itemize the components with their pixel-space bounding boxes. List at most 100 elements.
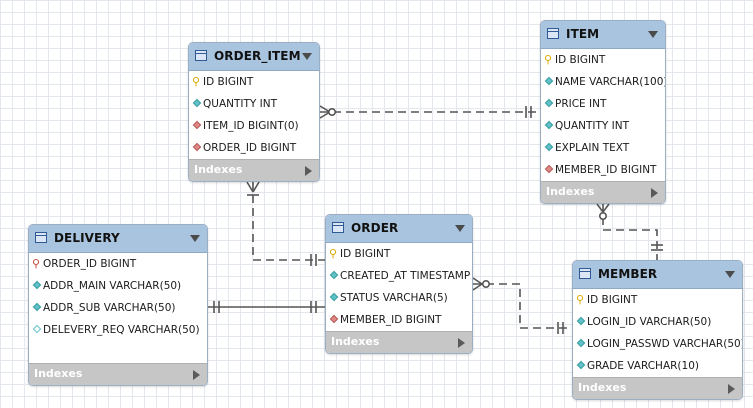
column-label: EXPLAIN TEXT — [555, 142, 630, 154]
relationship-order-item-order[interactable] — [246, 181, 325, 266]
expand-indexes-icon[interactable] — [728, 384, 735, 394]
entity-header[interactable]: ORDER — [326, 215, 472, 243]
column-row[interactable]: ITEM_ID BIGINT(0) — [189, 115, 319, 137]
entity-title: DELIVERY — [54, 231, 120, 245]
entity-member[interactable]: MEMBER ⚲ID BIGINT LOGIN_ID VARCHAR(50) L… — [572, 260, 743, 400]
not-null-column-icon — [576, 338, 586, 348]
column-row[interactable]: GRADE VARCHAR(10) — [573, 355, 742, 377]
column-label: QUANTITY INT — [555, 120, 630, 132]
column-row[interactable]: ⚲ORDER_ID BIGINT — [29, 253, 207, 275]
column-label: ORDER_ID BIGINT — [203, 142, 297, 154]
column-label: ID BIGINT — [587, 294, 638, 306]
indexes-bar[interactable]: Indexes — [573, 377, 742, 399]
column-row[interactable]: ADDR_MAIN VARCHAR(50) — [29, 275, 207, 297]
entity-header[interactable]: ORDER_ITEM — [189, 43, 319, 71]
column-row[interactable]: ADDR_SUB VARCHAR(50) — [29, 297, 207, 319]
foreign-key-column-icon — [329, 314, 339, 324]
not-null-column-icon — [544, 142, 554, 152]
column-label: ADDR_SUB VARCHAR(50) — [43, 302, 176, 314]
column-label: STATUS VARCHAR(5) — [340, 292, 448, 304]
column-row[interactable]: QUANTITY INT — [541, 115, 665, 137]
table-icon — [547, 28, 559, 39]
relationship-delivery-order[interactable] — [208, 301, 325, 313]
entity-order-item[interactable]: ORDER_ITEM ⚲ID BIGINT QUANTITY INT ITEM_… — [188, 42, 320, 182]
collapse-icon[interactable] — [302, 53, 312, 60]
entity-header[interactable]: MEMBER — [573, 261, 742, 289]
column-row[interactable]: ⚲ID BIGINT — [541, 49, 665, 71]
column-label: PRICE INT — [555, 98, 607, 110]
indexes-label: Indexes — [546, 185, 595, 198]
not-null-column-icon — [32, 302, 42, 312]
indexes-bar[interactable]: Indexes — [326, 331, 472, 353]
column-row[interactable]: ⚲ID BIGINT — [326, 243, 472, 265]
entity-title: ORDER_ITEM — [214, 49, 301, 63]
entity-title: MEMBER — [598, 267, 658, 281]
indexes-label: Indexes — [578, 381, 627, 394]
column-row[interactable]: LOGIN_PASSWD VARCHAR(50) — [573, 333, 742, 355]
not-null-column-icon — [576, 360, 586, 370]
primary-key-icon: ⚲ — [329, 247, 338, 260]
collapse-icon[interactable] — [190, 235, 200, 242]
column-row[interactable]: ⚲ID BIGINT — [573, 289, 742, 311]
not-null-column-icon — [32, 280, 42, 290]
column-label: LOGIN_ID VARCHAR(50) — [587, 316, 712, 328]
collapse-icon[interactable] — [455, 225, 465, 232]
column-row[interactable]: QUANTITY INT — [189, 93, 319, 115]
column-row[interactable]: MEMBER_ID BIGINT — [326, 309, 472, 331]
nullable-column-icon — [32, 324, 42, 334]
primary-key-icon: ⚲ — [192, 75, 201, 88]
indexes-bar[interactable]: Indexes — [29, 363, 207, 385]
indexes-bar[interactable]: Indexes — [541, 181, 665, 203]
column-row[interactable]: NAME VARCHAR(100) — [541, 71, 665, 93]
column-row[interactable]: ORDER_ID BIGINT — [189, 137, 319, 159]
entity-delivery[interactable]: DELIVERY ⚲ORDER_ID BIGINT ADDR_MAIN VARC… — [28, 224, 208, 386]
column-label: GRADE VARCHAR(10) — [587, 360, 699, 372]
column-row[interactable]: MEMBER_ID BIGINT — [541, 159, 665, 181]
table-icon — [332, 222, 344, 233]
foreign-key-column-icon — [192, 120, 202, 130]
entity-order[interactable]: ORDER ⚲ID BIGINT CREATED_AT TIMESTAMP ST… — [325, 214, 473, 354]
column-label: ITEM_ID BIGINT(0) — [203, 120, 299, 132]
column-label: DELEVERY_REQ VARCHAR(50) — [43, 324, 200, 336]
column-row[interactable]: CREATED_AT TIMESTAMP — [326, 265, 472, 287]
indexes-label: Indexes — [34, 367, 83, 380]
column-row[interactable]: LOGIN_ID VARCHAR(50) — [573, 311, 742, 333]
not-null-column-icon — [192, 98, 202, 108]
column-label: NAME VARCHAR(100) — [555, 76, 666, 88]
table-icon — [579, 268, 591, 279]
relationship-order-member[interactable] — [472, 277, 572, 334]
not-null-column-icon — [544, 120, 554, 130]
entity-title: ITEM — [566, 27, 600, 41]
column-row[interactable]: EXPLAIN TEXT — [541, 137, 665, 159]
column-label: QUANTITY INT — [203, 98, 278, 110]
collapse-icon[interactable] — [648, 31, 658, 38]
expand-indexes-icon[interactable] — [305, 166, 312, 176]
relationship-item-member[interactable] — [596, 203, 663, 260]
primary-key-icon: ⚲ — [544, 53, 553, 66]
collapse-icon[interactable] — [725, 271, 735, 278]
primary-key-icon: ⚲ — [576, 293, 585, 306]
expand-indexes-icon[interactable] — [193, 370, 200, 380]
entity-header[interactable]: DELIVERY — [29, 225, 207, 253]
column-label: MEMBER_ID BIGINT — [340, 314, 442, 326]
column-label: ORDER_ID BIGINT — [43, 258, 137, 270]
indexes-bar[interactable]: Indexes — [189, 159, 319, 181]
entity-item[interactable]: ITEM ⚲ID BIGINT NAME VARCHAR(100) PRICE … — [540, 20, 666, 204]
primary-foreign-key-icon: ⚲ — [32, 257, 41, 270]
column-row[interactable]: ⚲ID BIGINT — [189, 71, 319, 93]
relationship-order-item-item[interactable] — [319, 105, 540, 119]
not-null-column-icon — [544, 98, 554, 108]
foreign-key-column-icon — [544, 164, 554, 174]
column-label: MEMBER_ID BIGINT — [555, 164, 657, 176]
entity-header[interactable]: ITEM — [541, 21, 665, 49]
column-label: LOGIN_PASSWD VARCHAR(50) — [587, 338, 743, 350]
expand-indexes-icon[interactable] — [458, 338, 465, 348]
column-label: CREATED_AT TIMESTAMP — [340, 270, 471, 282]
foreign-key-column-icon — [192, 142, 202, 152]
expand-indexes-icon[interactable] — [651, 188, 658, 198]
column-row[interactable]: DELEVERY_REQ VARCHAR(50) — [29, 319, 207, 341]
column-row[interactable]: PRICE INT — [541, 93, 665, 115]
not-null-column-icon — [329, 292, 339, 302]
not-null-column-icon — [576, 316, 586, 326]
column-row[interactable]: STATUS VARCHAR(5) — [326, 287, 472, 309]
